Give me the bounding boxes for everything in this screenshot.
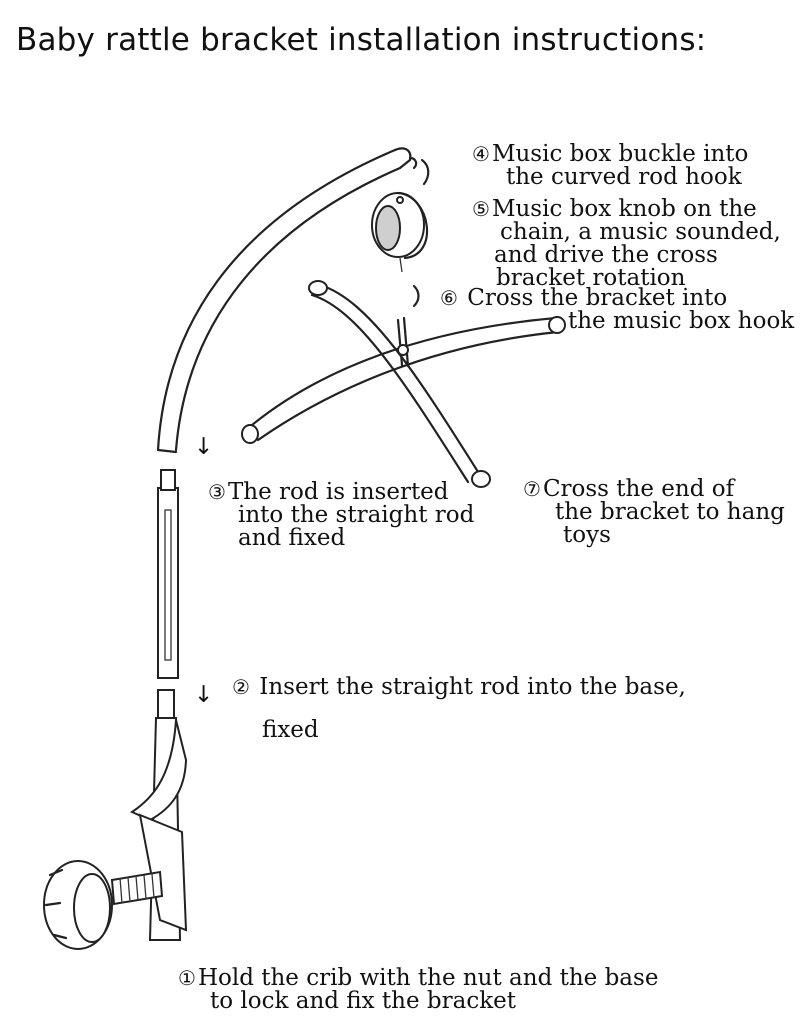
- step-3-line3: and fixed: [238, 525, 346, 551]
- step-5-label: ⑤Music box knob on the chain, a music so…: [472, 198, 781, 290]
- down-arrow-bottom: ↓: [194, 682, 214, 708]
- step-1-line1: Hold the crib with the nut and the base: [197, 965, 659, 991]
- step-5-number: ⑤: [472, 197, 490, 221]
- step-1-line2: to lock and fix the bracket: [210, 988, 516, 1014]
- step-5-line2: chain, a music sounded,: [500, 219, 781, 245]
- step-1-number: ①: [178, 966, 196, 990]
- hook-curl-arrow: [420, 158, 430, 186]
- step-6-line1: Cross the bracket into: [467, 285, 728, 311]
- step-7-line2: the bracket to hang: [555, 499, 785, 525]
- step-2-line1: Insert the straight rod into the base,: [259, 674, 686, 700]
- page-title: Baby rattle bracket installation instruc…: [16, 22, 707, 58]
- step-4-label: ④Music box buckle into the curved rod ho…: [472, 143, 748, 189]
- step-6-number: ⑥: [440, 286, 458, 310]
- step-5-line1: Music box knob on the: [491, 196, 757, 222]
- straight-rod: [157, 469, 179, 679]
- crib-base: [129, 689, 188, 941]
- step-3-line1: The rod is inserted: [227, 479, 449, 505]
- step-5-line4: bracket rotation: [496, 265, 686, 291]
- step-6-line2: the music box hook: [568, 308, 795, 334]
- step-4-line1: Music box buckle into: [491, 141, 749, 167]
- step-4-number: ④: [472, 142, 490, 166]
- curved-rod: [156, 147, 418, 454]
- step-6-label: ⑥ Cross the bracket into the music box h…: [440, 287, 794, 333]
- step-7-line1: Cross the end of: [542, 476, 735, 502]
- step-2-number: ②: [232, 675, 250, 699]
- step-3-label: ③The rod is inserted into the straight r…: [208, 481, 474, 550]
- step-1-label: ①Hold the crib with the nut and the base…: [178, 967, 658, 1013]
- step-3-line2: into the straight rod: [238, 502, 475, 528]
- down-arrow-top: ↓: [194, 434, 214, 460]
- step-4-line2: the curved rod hook: [506, 164, 742, 190]
- step-3-number: ③: [208, 480, 226, 504]
- screw: [110, 870, 164, 906]
- step-5-line3: and drive the cross: [494, 242, 718, 268]
- step-7-number: ⑦: [523, 477, 541, 501]
- step-2-label: ② Insert the straight rod into the base,…: [232, 676, 686, 742]
- step-2-line2: fixed: [262, 717, 319, 743]
- nut-knob: [43, 860, 113, 950]
- step-7-line3: toys: [563, 522, 611, 548]
- music-box: [371, 191, 429, 273]
- cross-bracket: [241, 280, 566, 488]
- box-hook-arrow: [412, 284, 420, 308]
- step-7-label: ⑦Cross the end of the bracket to hang to…: [523, 478, 785, 547]
